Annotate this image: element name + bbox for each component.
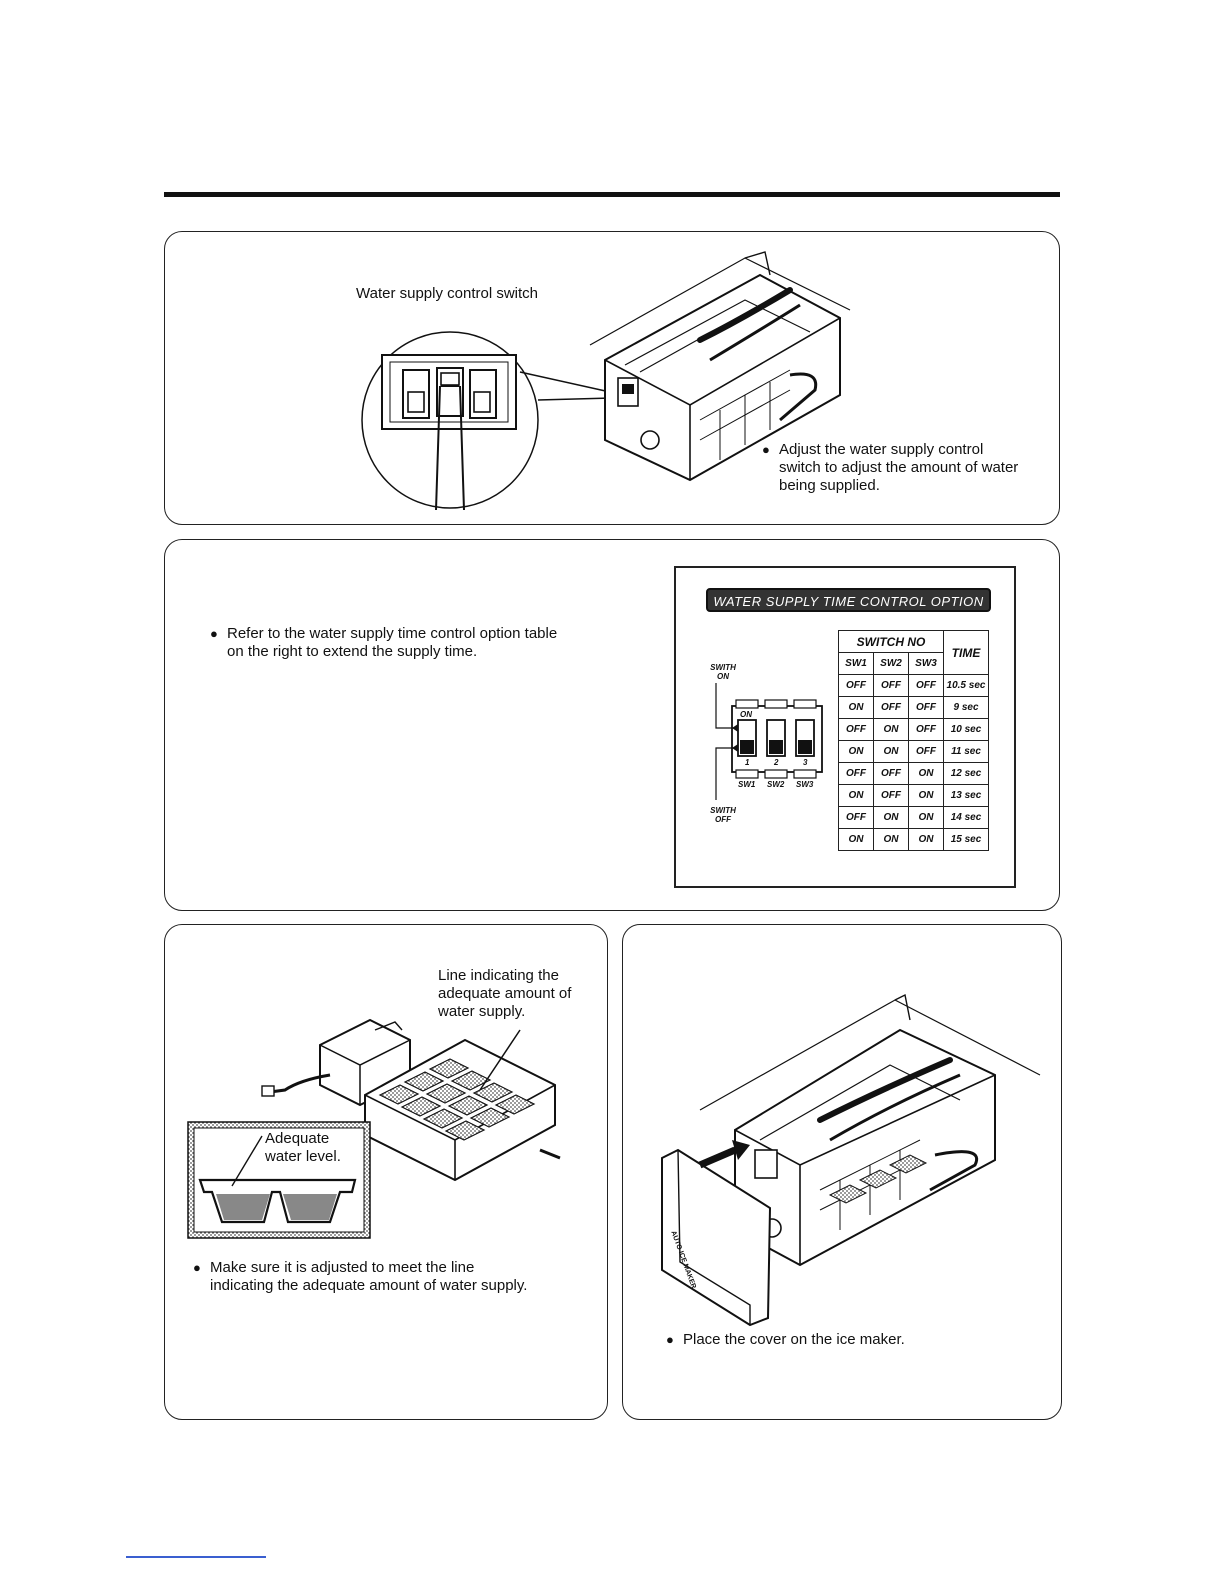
footer-rule bbox=[126, 1556, 266, 1558]
dip-name-sw2: SW2 bbox=[767, 780, 785, 789]
time-header: TIME bbox=[943, 630, 989, 675]
switch-on-label: SWITH ON bbox=[710, 663, 736, 681]
dip-switch-diagram bbox=[715, 683, 823, 800]
cover-installation-illustration bbox=[661, 993, 1041, 1327]
header-rule bbox=[164, 192, 1060, 197]
place-cover-note: Place the cover on the ice maker. bbox=[666, 1331, 905, 1349]
dip-on-marker: ON bbox=[740, 710, 752, 719]
switch-off-label: SWITH OFF bbox=[710, 806, 736, 824]
dip-name-sw1: SW1 bbox=[738, 780, 756, 789]
dip-name-sw3: SW3 bbox=[796, 780, 814, 789]
switch-adjust-note: Adjust the water supply control switch t… bbox=[762, 441, 1018, 495]
dip-number-3: 3 bbox=[803, 758, 808, 767]
dip-number-2: 2 bbox=[774, 758, 779, 767]
option-table-box: WATER SUPPLY TIME CONTROL OPTION SWITH O… bbox=[674, 566, 1016, 888]
option-table-note: Refer to the water supply time control o… bbox=[210, 625, 557, 661]
dip-number-1: 1 bbox=[745, 758, 750, 767]
water-line-callout: Line indicating the adequate amount of w… bbox=[438, 967, 572, 1020]
ice-tray-illustration bbox=[187, 1018, 561, 1239]
switch-callout-label: Water supply control switch bbox=[356, 285, 539, 302]
water-level-note: Make sure it is adjusted to meet the lin… bbox=[193, 1259, 527, 1295]
switch-closeup-illustration bbox=[361, 251, 851, 511]
inset-water-level-label: Adequate water level. bbox=[265, 1130, 341, 1165]
option-table-title: WATER SUPPLY TIME CONTROL OPTION bbox=[706, 588, 991, 612]
